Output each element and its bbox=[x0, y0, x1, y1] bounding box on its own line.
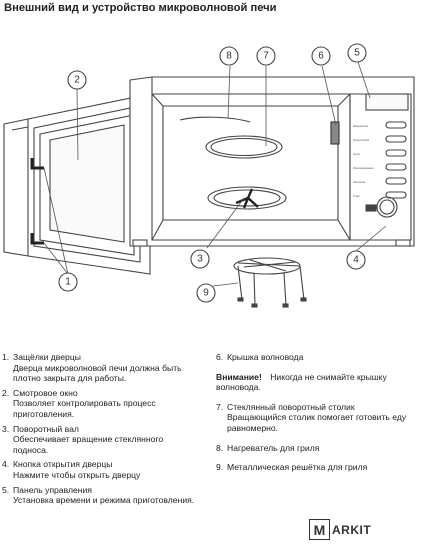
door-latch-top bbox=[30, 158, 44, 170]
item-number: 9. bbox=[216, 462, 224, 473]
item-description: Позволяет контролировать процесс пригото… bbox=[13, 398, 156, 419]
item-number: 6. bbox=[216, 352, 224, 362]
item-heading: Нагреватель для гриля bbox=[227, 442, 320, 453]
item-description: Дверца микроволновой печи должна быть пл… bbox=[13, 362, 182, 384]
item-heading: Стеклянный поворотный столик bbox=[227, 401, 355, 412]
list-item-7: 7. Стеклянный поворотный столик Вращающи… bbox=[216, 402, 416, 434]
item-heading: Панель управления bbox=[13, 484, 92, 495]
panel-label-microwave: Микроволны bbox=[353, 124, 368, 128]
item-heading: Крышка волновода bbox=[227, 352, 304, 362]
item-number: 4. bbox=[2, 459, 10, 470]
control-knob bbox=[376, 196, 398, 218]
item-description: Вращающийся столик помогает готовить еду… bbox=[227, 412, 407, 433]
right-parts-list: 6. Крышка волновода Внимание! Никогда не… bbox=[216, 352, 416, 477]
turntable-shaft bbox=[235, 188, 259, 209]
list-item-3: 3. Поворотный вал Обеспечивает вращение … bbox=[2, 424, 198, 456]
callout-2: 2 bbox=[74, 75, 80, 86]
callout-5: 5 bbox=[354, 48, 360, 59]
grill-heater bbox=[179, 116, 251, 123]
item-number: 1. bbox=[2, 352, 10, 362]
callout-6: 6 bbox=[318, 51, 324, 62]
item-number: 2. bbox=[2, 387, 10, 398]
item-number: 3. bbox=[2, 423, 10, 434]
logo-letter: M bbox=[309, 519, 330, 540]
list-item-1: 1. Защёлки дверцы Дверца микроволновой п… bbox=[2, 352, 198, 384]
door-latch-bottom bbox=[30, 233, 44, 245]
panel-label-defrost: Размораживание bbox=[353, 166, 374, 170]
item-number: 5. bbox=[2, 484, 10, 495]
list-item-9: 9. Металлическая решётка для гриля bbox=[216, 462, 416, 473]
item-description: Обеспечивает вращение стеклянного поднос… bbox=[13, 434, 164, 455]
panel-label-grill-combi: Гриль+Комби bbox=[353, 138, 370, 142]
brand-logo: M ARKIT bbox=[309, 519, 371, 540]
page-title: Внешний вид и устройство микроволновой п… bbox=[4, 2, 277, 14]
waveguide-cover bbox=[330, 121, 340, 145]
callout-4: 4 bbox=[353, 255, 359, 266]
panel-label-grill: Гриль bbox=[353, 152, 361, 156]
viewing-window bbox=[49, 124, 125, 243]
panel-button-labels: Микроволны Гриль+Комби Гриль Разморажива… bbox=[353, 124, 374, 198]
list-item-6: 6. Крышка волновода bbox=[216, 352, 416, 363]
panel-label-start: Старт bbox=[353, 194, 361, 198]
item-number: 8. bbox=[216, 442, 224, 453]
left-parts-list: 1. Защёлки дверцы Дверца микроволновой п… bbox=[2, 352, 198, 510]
item-heading: Кнопка открытия дверцы bbox=[13, 459, 113, 470]
item-heading: Поворотный вал bbox=[13, 423, 79, 434]
callout-1: 1 bbox=[65, 277, 71, 288]
item-heading: Металлическая решётка для гриля bbox=[227, 462, 368, 473]
list-item-8: 8. Нагреватель для гриля bbox=[216, 443, 416, 454]
warning-label: Внимание! bbox=[216, 371, 262, 382]
callout-7: 7 bbox=[263, 51, 269, 62]
logo-wordmark: ARKIT bbox=[332, 522, 372, 537]
item-description: Нажмите чтобы открыть дверцу bbox=[13, 469, 141, 480]
callout-9: 9 bbox=[203, 288, 209, 299]
warning-text: Никогда не снимайте крышку волновода. bbox=[216, 371, 387, 393]
control-panel bbox=[349, 93, 412, 241]
list-item-2: 2. Смотровое окно Позволяет контролирова… bbox=[2, 388, 198, 420]
glass-turntable bbox=[205, 135, 283, 159]
microwave-body bbox=[129, 76, 415, 247]
list-item-5: 5. Панель управления Установка времени и… bbox=[2, 485, 198, 506]
grill-rack bbox=[233, 257, 307, 308]
panel-label-automenu: Автоменю bbox=[353, 180, 365, 184]
list-item-4: 4. Кнопка открытия дверцы Нажмите чтобы … bbox=[2, 459, 198, 480]
warning-note: Внимание! Никогда не снимайте крышку вол… bbox=[216, 372, 416, 393]
display bbox=[365, 93, 409, 111]
callout-8: 8 bbox=[226, 51, 232, 62]
door-open-button bbox=[365, 204, 377, 212]
item-number: 7. bbox=[216, 401, 224, 412]
item-heading: Смотровое окно bbox=[13, 387, 78, 398]
item-heading: Защёлки дверцы bbox=[13, 352, 81, 362]
item-description: Установка времени и режима приготовления… bbox=[13, 495, 195, 506]
callout-3: 3 bbox=[197, 254, 203, 265]
turntable-support bbox=[207, 186, 287, 210]
microwave-diagram: 2 1 8 7 6 5 4 3 9 Микроволны Гриль+Комби… bbox=[3, 43, 415, 308]
